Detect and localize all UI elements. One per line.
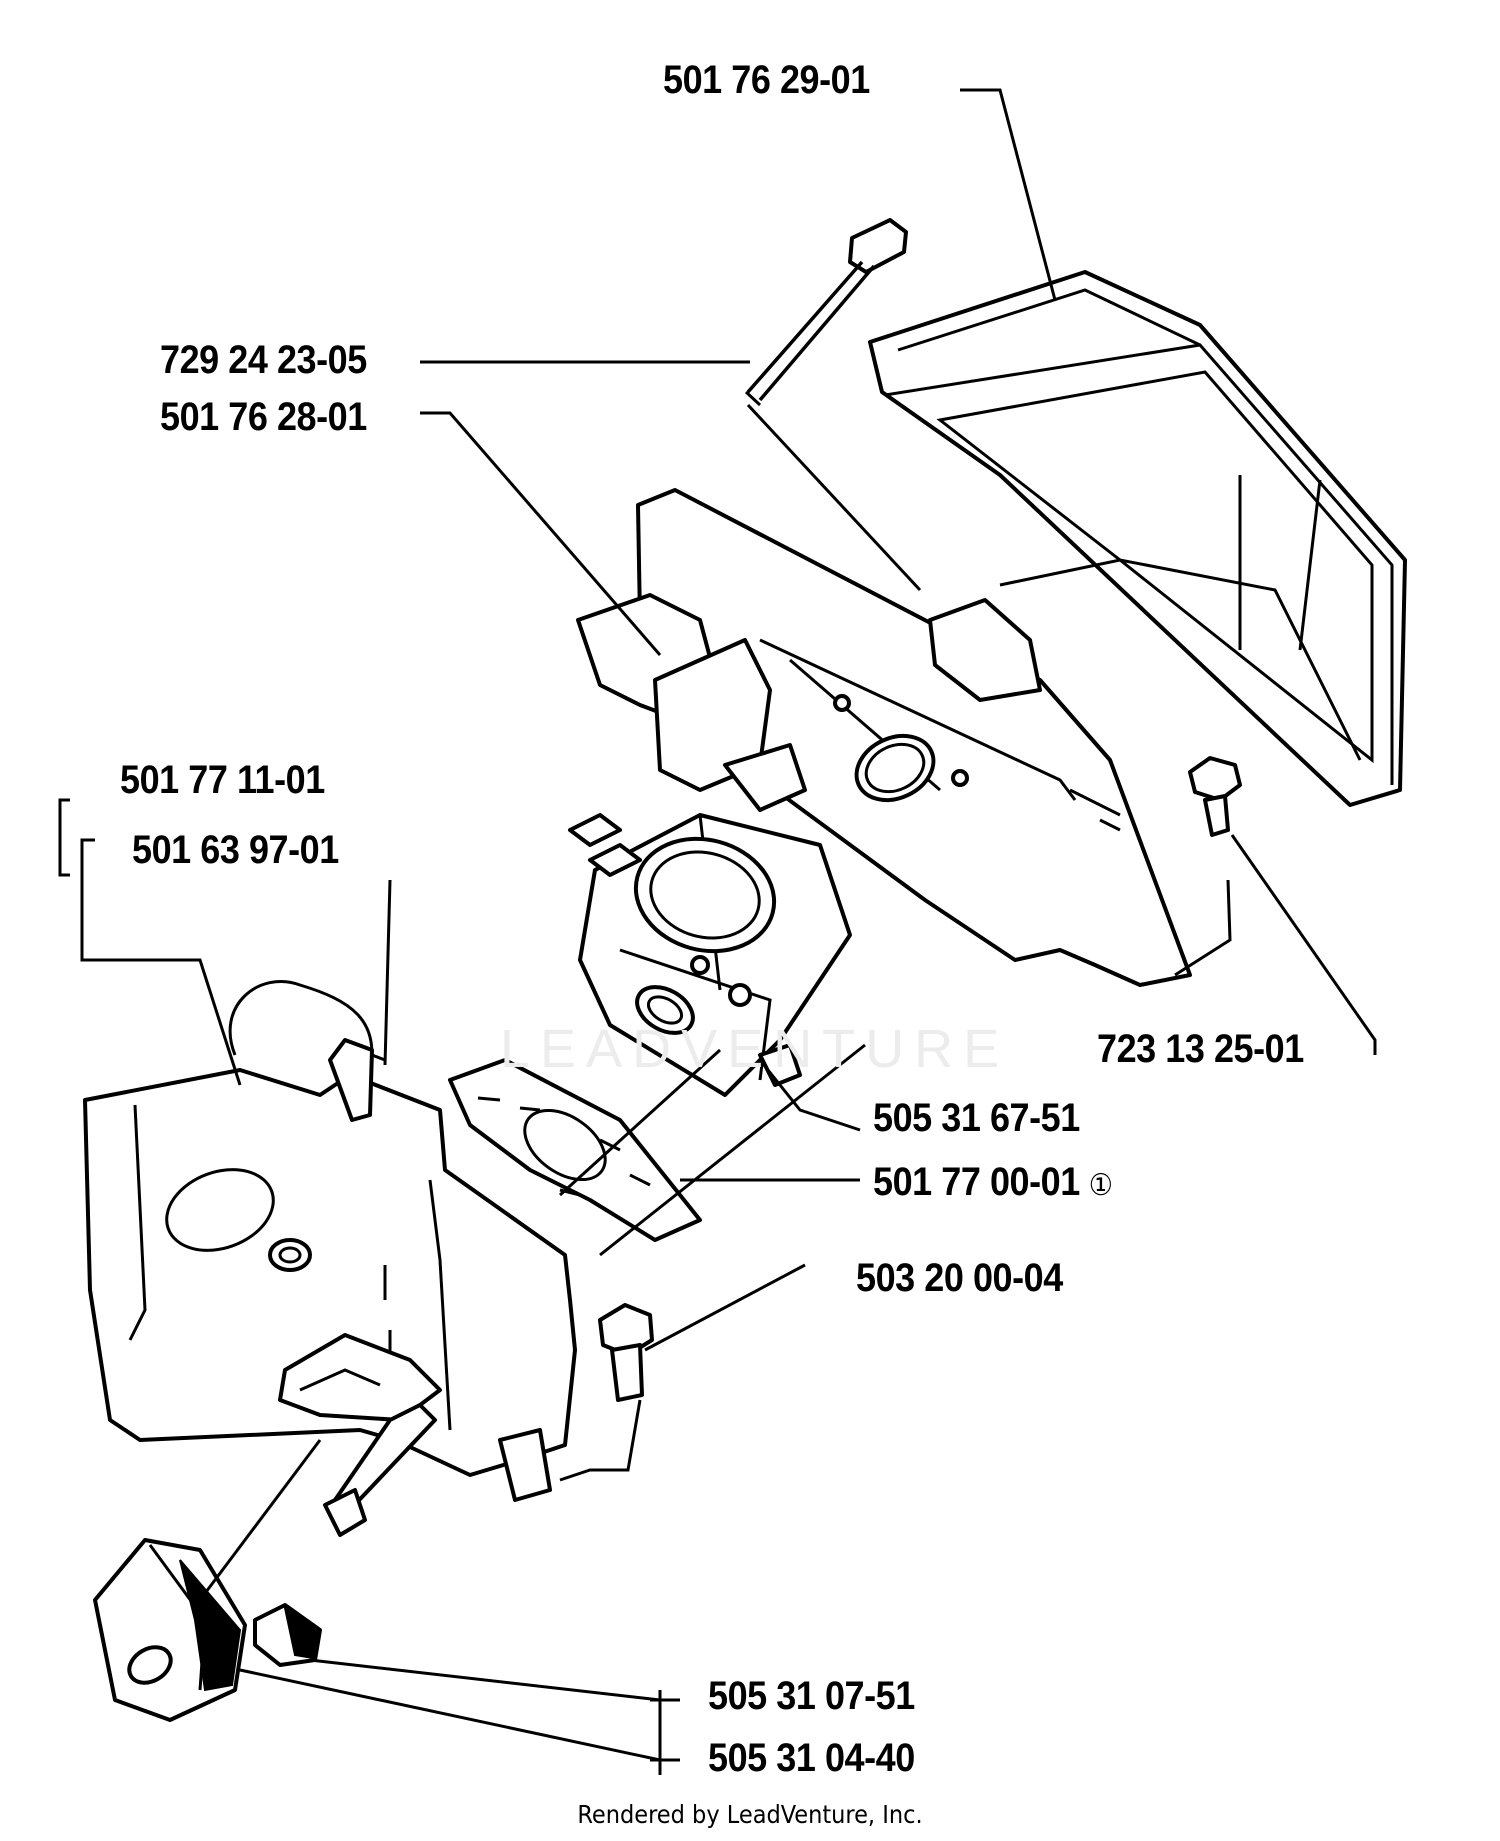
label-housing-alt: 501 63 97-01: [132, 828, 339, 872]
label-housing-bolt: 503 20 00-04: [856, 1256, 1063, 1300]
carburetor-housing-drawing: [83, 980, 577, 1537]
label-air-filter-cover: 501 76 29-01: [663, 58, 870, 102]
label-carburetor-housing: 501 77 11-01: [120, 758, 325, 802]
label-sleeve: 505 31 07-51: [708, 1674, 915, 1718]
label-air-filter-holder: 501 76 28-01: [160, 395, 367, 439]
sleeve-drawing: [253, 1603, 322, 1667]
leader-lines: [58, 88, 1377, 1775]
air-filter-holder-drawing: [576, 488, 1192, 987]
note-icon: ①: [1088, 1169, 1113, 1202]
watermark-text: LEADVENTURE: [500, 1019, 1010, 1079]
housing-bolt-drawing: [598, 1303, 654, 1402]
label-carburetor: 505 31 67-51: [873, 1096, 1080, 1140]
label-cover-screw: 729 24 23-05: [160, 338, 367, 382]
gasket-drawing: [448, 1058, 702, 1242]
cover-screw-drawing: [744, 218, 908, 407]
air-filter-cover-drawing: [868, 270, 1407, 807]
holder-bolt-drawing: [1188, 756, 1242, 837]
label-knob: 505 31 04-40: [708, 1736, 915, 1780]
label-holder-bolt: 723 13 25-01: [1097, 1027, 1304, 1071]
knob-drawing: [93, 1538, 247, 1722]
carburetor-drawing: [568, 813, 852, 1097]
footer-credit: Rendered by LeadVenture, Inc.: [577, 1800, 923, 1829]
gasket-part-number: 501 77 00-01: [873, 1160, 1080, 1204]
